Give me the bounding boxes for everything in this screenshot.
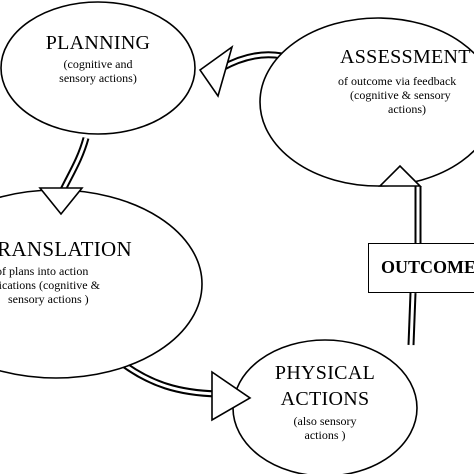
- planning-sub-1: (cognitive and: [63, 57, 133, 71]
- translation-node: TRANSLATION of plans into action specifi…: [0, 238, 144, 306]
- assessment-ellipse: [259, 17, 474, 187]
- arrowhead-to-assessment: [378, 164, 422, 187]
- assessment-title: ASSESSMENT: [340, 46, 471, 68]
- translation-sub-3: sensory actions ): [8, 292, 89, 306]
- translation-sub-2: specifications (cognitive &: [0, 278, 100, 292]
- physical-actions-sub-1: (also sensory: [293, 414, 357, 428]
- arrowhead-to-physical-actions: [211, 370, 252, 422]
- assessment-sub-2: (cognitive & sensory: [350, 88, 451, 102]
- physical-actions-title-1: PHYSICAL: [274, 362, 376, 384]
- outcome-box: [368, 243, 474, 293]
- connector-physical-to-outcome: [407, 186, 422, 346]
- physical-actions-title-2: ACTIONS: [280, 388, 370, 410]
- arrowhead-to-translation: [38, 187, 84, 216]
- translation-title: TRANSLATION: [0, 237, 132, 261]
- physical-actions-sub-2: actions ): [304, 428, 346, 442]
- planning-title: PLANNING: [45, 32, 151, 54]
- connector-planning-to-translation: [58, 137, 90, 194]
- planning-sub-2: sensory actions): [59, 71, 137, 85]
- planning-node: PLANNING (cognitive and sensory actions): [20, 32, 176, 85]
- assessment-node: ASSESSMENT of outcome via feedback (cogn…: [320, 46, 471, 116]
- outcome-label: OUTCOME: [381, 257, 474, 277]
- physical-actions-node: PHYSICAL ACTIONS (also sensory actions ): [262, 362, 388, 442]
- planning-ellipse: [0, 1, 196, 135]
- assessment-sub-1: of outcome via feedback: [338, 74, 457, 88]
- translation-sub-1: of plans into action: [0, 264, 89, 278]
- connector-translation-to-physical: [115, 357, 219, 398]
- arrowhead-to-planning: [198, 45, 234, 98]
- assessment-sub-3: actions): [388, 102, 426, 116]
